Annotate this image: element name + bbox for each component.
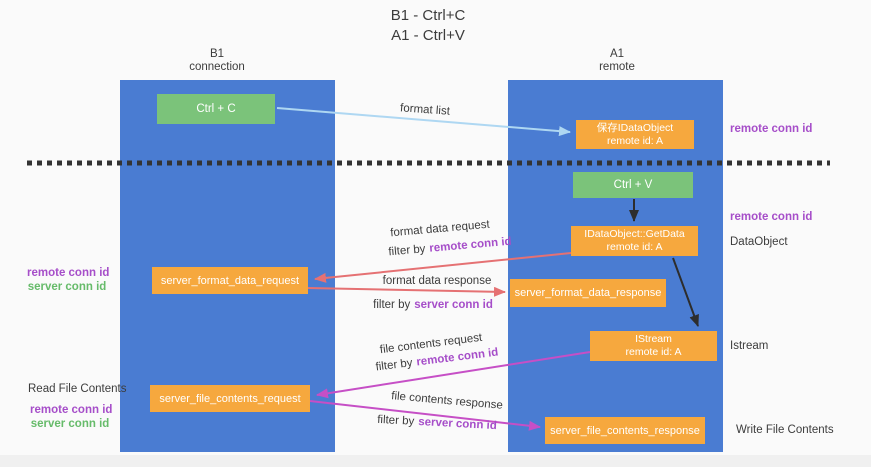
filter-by-text: filter by <box>373 299 411 311</box>
node-istream-line1: IStream <box>635 333 672 345</box>
window-bottom-edge <box>0 455 871 467</box>
filter-value-remote-conn-id: remote conn id <box>428 235 513 255</box>
lane-header-a1: A1 remote <box>599 48 635 74</box>
node-getdata-line1: IDataObject::GetData <box>584 228 685 240</box>
label-remote-conn-id-bottom-left: remote conn id <box>30 404 113 416</box>
label-format-data-request: format data request <box>389 218 491 240</box>
title-line-1: B1 - Ctrl+C <box>390 7 466 24</box>
lane-a1-name: A1 <box>609 48 625 60</box>
filter-by-text: filter by <box>387 243 426 259</box>
node-istream-line2: remote id: A <box>625 346 682 358</box>
filter-value-server-conn-id: server conn id <box>414 299 493 311</box>
label-conn-ids-mid-left: remote conn id server conn id <box>27 266 110 294</box>
node-save-idataobject: 保存IDataObject remote id: A <box>576 120 694 149</box>
node-getdata-line2: remote id: A <box>606 241 663 253</box>
label-remote-conn-id-mid-left: remote conn id <box>27 267 110 279</box>
node-save-idataobject-line1: 保存IDataObject <box>596 121 674 134</box>
label-remote-conn-id-mid-right: remote conn id <box>730 211 813 223</box>
lane-b1-role: connection <box>189 61 245 73</box>
label-istream: Istream <box>730 340 769 352</box>
server-file-contents-response-label: server_file_contents_response <box>550 424 700 437</box>
node-server-format-data-response: server_format_data_response <box>510 279 666 307</box>
label-conn-ids-bottom-left: remote conn id server conn id <box>30 403 113 431</box>
server-format-data-response-label: server_format_data_response <box>514 287 662 299</box>
node-server-file-contents-request: server_file_contents_request <box>150 385 310 412</box>
node-ctrl-v: Ctrl + V <box>573 172 693 198</box>
node-idataobject-getdata: IDataObject::GetData remote id: A <box>571 226 698 256</box>
label-dataobject: DataObject <box>730 236 788 248</box>
node-save-idataobject-line2: remote id: A <box>606 134 664 147</box>
server-format-data-request-label: server_format_data_request <box>160 274 300 287</box>
label-server-conn-id-bottom-left: server conn id <box>30 418 110 430</box>
filter-by-text: filter by <box>374 357 414 374</box>
lane-header-b1: B1 connection <box>189 48 245 74</box>
filter-by-text: filter by <box>376 413 415 428</box>
node-ctrl-v-label: Ctrl + V <box>613 179 653 191</box>
node-ctrl-c-label: Ctrl + C <box>196 103 236 115</box>
arrow-format-data-response <box>307 286 506 297</box>
label-remote-conn-id-top-right: remote conn id <box>730 123 813 135</box>
label-server-conn-id-mid-left: server conn id <box>27 281 107 293</box>
label-read-file-contents: Read File Contents <box>28 383 127 395</box>
label-format-list: format list <box>399 102 451 118</box>
node-ctrl-c: Ctrl + C <box>157 94 275 124</box>
label-format-data-response: format data response <box>382 275 492 287</box>
filter-value-server-conn-id: server conn id <box>417 416 498 433</box>
lane-a1-role: remote <box>599 61 635 73</box>
node-istream: IStream remote id: A <box>590 331 717 361</box>
label-write-file-contents: Write File Contents <box>736 424 834 436</box>
title-line-2: A1 - Ctrl+V <box>391 27 465 44</box>
node-server-format-data-request: server_format_data_request <box>152 267 308 294</box>
lane-b1-name: B1 <box>209 48 225 60</box>
server-file-contents-request-label: server_file_contents_request <box>159 392 301 405</box>
diagram-title: B1 - Ctrl+C A1 - Ctrl+V <box>391 6 466 46</box>
label-file-contents-response: file contents response <box>390 390 504 412</box>
node-server-file-contents-response: server_file_contents_response <box>545 417 705 444</box>
